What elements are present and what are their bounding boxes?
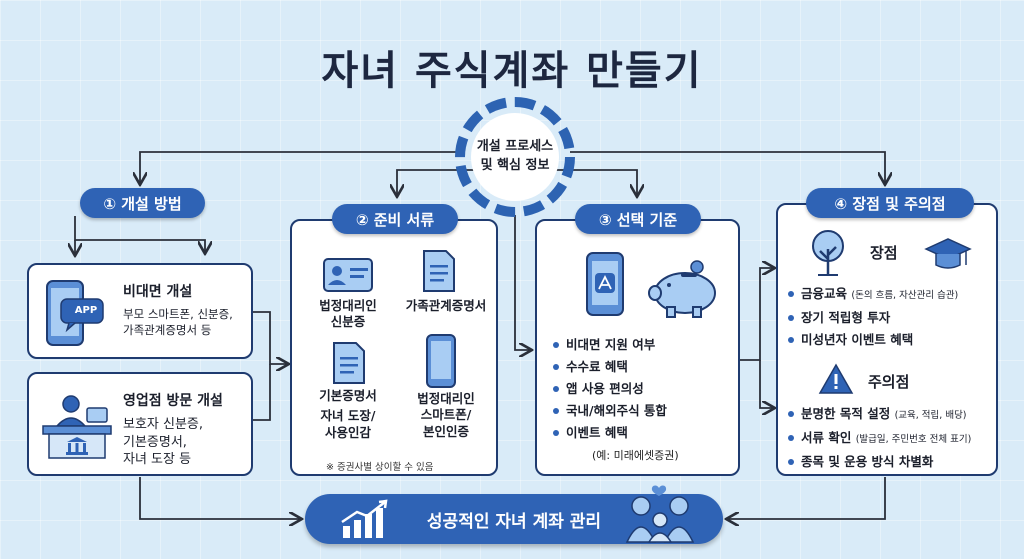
- graduation-cap-icon: [924, 238, 972, 269]
- cons-item-sub: (교육, 적립, 배당): [894, 410, 967, 421]
- section-method-pill: ① 개설 방법: [80, 188, 205, 218]
- hub-line2: 및 핵심 정보: [480, 158, 550, 173]
- cons-item: 서류 확인 (발급일, 주민번호 전체 표기): [788, 427, 971, 451]
- doc-guardian-phone: 법정대리인 스마트폰/ 본인인증: [396, 391, 496, 440]
- cons-item-sub: (발급일, 주민번호 전체 표기): [855, 434, 972, 445]
- footer-text: 성공적인 자녀 계좌 관리: [426, 511, 602, 532]
- doc-guardian-phone-line3: 본인인증: [422, 423, 469, 439]
- document-icon: [333, 342, 365, 384]
- family-icon: [625, 485, 695, 543]
- pros-title: 장점: [870, 244, 898, 262]
- pros-cons-card: 장점 금융교육 (돈의 흐름, 자산관리 습관) 장기 적립형 투자 미성년자 …: [776, 203, 998, 476]
- pros-item-main: 미성년자 이벤트 혜택: [801, 332, 914, 347]
- pros-item-main: 금융교육: [801, 286, 848, 301]
- tree-icon: [812, 230, 844, 276]
- section-criteria-pill: ③ 선택 기준: [575, 204, 701, 234]
- method-online-card: APP 비대면 개설 부모 스마트폰, 신분증, 가족관계증명서 등: [27, 263, 253, 359]
- pros-list: 금융교육 (돈의 흐름, 자산관리 습관) 장기 적립형 투자 미성년자 이벤트…: [788, 283, 958, 351]
- doc-guardian-id: 법정대리인 신분증: [302, 298, 394, 331]
- cons-list: 분명한 목적 설정 (교육, 적립, 배당) 서류 확인 (발급일, 주민번호 …: [788, 403, 971, 473]
- doc-guardian-id-line1: 법정대리인: [319, 298, 377, 313]
- method-branch-desc-2: 기본증명서,: [123, 434, 187, 450]
- cons-title: 주의점: [868, 373, 910, 391]
- cons-item-main: 분명한 목적 설정: [801, 406, 891, 421]
- method-online-desc-1: 부모 스마트폰, 신분증,: [123, 307, 233, 321]
- doc-guardian-id-line2: 신분증: [330, 314, 366, 330]
- app-badge-text: APP: [74, 305, 98, 316]
- pros-item: 장기 적립형 투자: [788, 307, 958, 329]
- docs-note: ※ 증권사별 상이할 수 있음: [326, 462, 434, 473]
- pros-item-main: 장기 적립형 투자: [801, 310, 891, 325]
- bank-teller-icon: [42, 395, 112, 459]
- criteria-item: 수수료 혜택: [553, 356, 667, 378]
- criteria-item: 국내/해외주식 통합: [553, 400, 667, 422]
- method-branch-desc-3: 자녀 도장 등: [123, 452, 192, 468]
- piggy-bank-icon: [648, 260, 716, 318]
- hub-line1: 개설 프로세스: [476, 139, 554, 155]
- cons-item-main: 서류 확인: [801, 430, 852, 445]
- criteria-list: 비대면 지원 여부 수수료 혜택 앱 사용 편의성 국내/해외주식 통합 이벤트…: [553, 334, 667, 444]
- doc-guardian-phone-line1: 법정대리인: [417, 391, 475, 406]
- criteria-example: (예: 미래에셋증권): [592, 449, 679, 462]
- pros-item: 미성년자 이벤트 혜택: [788, 329, 958, 351]
- doc-basic-cert: 기본증명서 자녀 도장/ 사용인감: [302, 388, 394, 441]
- method-online-desc-2: 가족관계증명서 등: [123, 322, 212, 337]
- cons-item: 분명한 목적 설정 (교육, 적립, 배당): [788, 403, 971, 427]
- method-branch-desc-1: 보호자 신분증,: [123, 417, 204, 432]
- cons-item: 종목 및 운용 방식 차별화: [788, 451, 971, 473]
- id-card-icon: [323, 258, 373, 292]
- doc-guardian-phone-line2: 스마트폰/: [420, 407, 472, 423]
- criteria-item: 이벤트 혜택: [553, 422, 667, 444]
- app-store-phone-icon: [586, 252, 624, 316]
- footer-banner: 성공적인 자녀 계좌 관리: [305, 485, 723, 544]
- hub-label: 개설 프로세스 및 핵심 정보: [471, 113, 559, 201]
- doc-basic-cert-line1: 기본증명서: [319, 388, 377, 403]
- process-hub: 개설 프로세스 및 핵심 정보: [455, 97, 575, 217]
- smartphone-app-icon: [46, 280, 104, 346]
- section-docs-pill: ② 준비 서류: [332, 204, 458, 234]
- criteria-item: 앱 사용 편의성: [553, 378, 667, 400]
- cons-item-main: 종목 및 운용 방식 차별화: [801, 454, 934, 469]
- warning-icon: [818, 363, 854, 394]
- doc-basic-cert-line2: 자녀 도장/: [320, 408, 376, 424]
- growth-chart-icon: [341, 499, 388, 538]
- doc-family-cert: 가족관계증명서: [396, 298, 496, 314]
- criteria-card: 비대면 지원 여부 수수료 혜택 앱 사용 편의성 국내/해외주식 통합 이벤트…: [535, 219, 740, 476]
- docs-card: 법정대리인 신분증 가족관계증명서 기본증명서 자녀 도장/ 사용인감 법정대리…: [290, 219, 498, 476]
- pros-item-sub: (돈의 흐름, 자산관리 습관): [851, 290, 959, 301]
- section-pros-pill: ④ 장점 및 주의점: [806, 188, 974, 218]
- doc-basic-cert-line3: 사용인감: [324, 424, 371, 440]
- page-title: 자녀 주식계좌 만들기: [321, 48, 703, 94]
- pros-item: 금융교육 (돈의 흐름, 자산관리 습관): [788, 283, 958, 307]
- method-branch-title: 영업점 방문 개설: [123, 393, 223, 409]
- criteria-item: 비대면 지원 여부: [553, 334, 667, 356]
- method-branch-card: 영업점 방문 개설 보호자 신분증, 기본증명서, 자녀 도장 등: [27, 372, 253, 476]
- smartphone-icon: [426, 334, 456, 388]
- method-online-title: 비대면 개설: [123, 284, 193, 300]
- doc-family-cert-line1: 가족관계증명서: [405, 298, 487, 313]
- document-icon: [423, 250, 455, 292]
